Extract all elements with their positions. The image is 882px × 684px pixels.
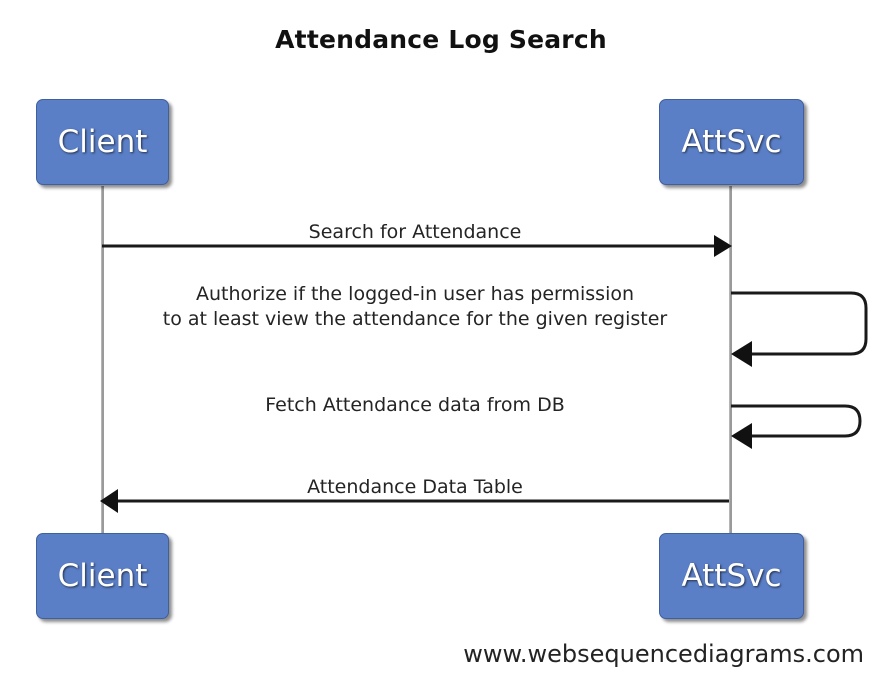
- participant-attsvc-bottom[interactable]: AttSvc: [659, 533, 804, 619]
- footer-watermark: www.websequencediagrams.com: [463, 640, 864, 668]
- message-label-attendance-data-table: Attendance Data Table: [307, 476, 523, 498]
- participant-client-top-label: Client: [57, 123, 148, 160]
- participant-client-bottom-label: Client: [57, 557, 148, 594]
- participant-client-bottom[interactable]: Client: [36, 533, 169, 619]
- lifeline-attsvc: [729, 186, 732, 538]
- participant-client-top[interactable]: Client: [36, 99, 169, 185]
- message-label-search-for-attendance: Search for Attendance: [308, 221, 522, 243]
- arrow-fetch-attendance-self-call: [731, 404, 862, 449]
- message-label-fetch-attendance: Fetch Attendance data from DB: [265, 394, 565, 416]
- participant-attsvc-top-label: AttSvc: [681, 123, 782, 160]
- page-title: Attendance Log Search: [275, 25, 607, 54]
- arrow-authorize-self-call: [731, 291, 868, 367]
- participant-attsvc-top[interactable]: AttSvc: [659, 99, 804, 185]
- message-label-authorize-line1: Authorize if the logged-in user has perm…: [195, 283, 635, 305]
- message-label-authorize: Authorize if the logged-in user has perm…: [101, 282, 729, 331]
- message-label-authorize-line2: to at least view the attendance for the …: [162, 307, 668, 330]
- lifeline-client: [101, 186, 104, 538]
- participant-attsvc-bottom-label: AttSvc: [681, 557, 782, 594]
